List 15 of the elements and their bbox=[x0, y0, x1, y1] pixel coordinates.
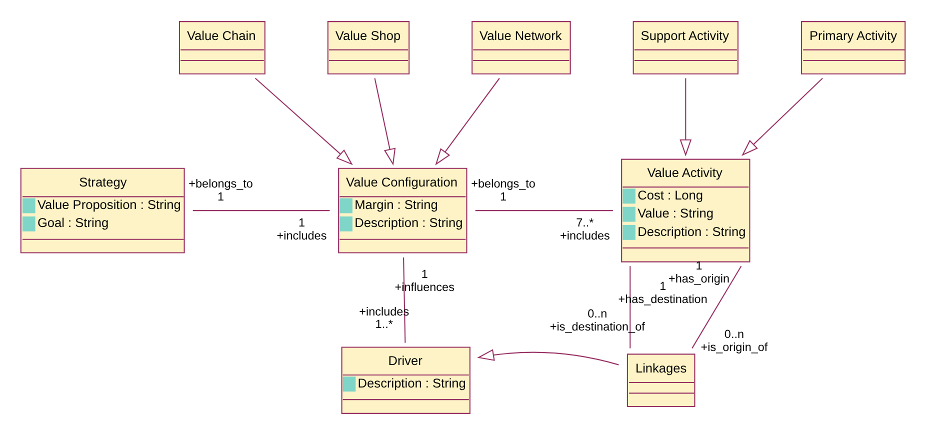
label: +includes bbox=[276, 229, 327, 242]
label: 0..n bbox=[724, 328, 744, 341]
label: 1 bbox=[660, 280, 666, 293]
label: +belongs_to bbox=[188, 177, 253, 190]
label: +belongs_to bbox=[471, 177, 536, 190]
label: 1 bbox=[500, 190, 507, 203]
label: +is_origin_of bbox=[700, 340, 768, 354]
label: 1 bbox=[218, 190, 224, 203]
label: 0..n bbox=[588, 306, 608, 320]
label: 1..* bbox=[375, 318, 393, 331]
label: 7..* bbox=[576, 216, 594, 230]
label: +includes bbox=[560, 229, 610, 242]
label: 1 bbox=[421, 268, 428, 281]
label: 1 bbox=[298, 216, 305, 230]
label: +has_origin bbox=[668, 272, 730, 285]
